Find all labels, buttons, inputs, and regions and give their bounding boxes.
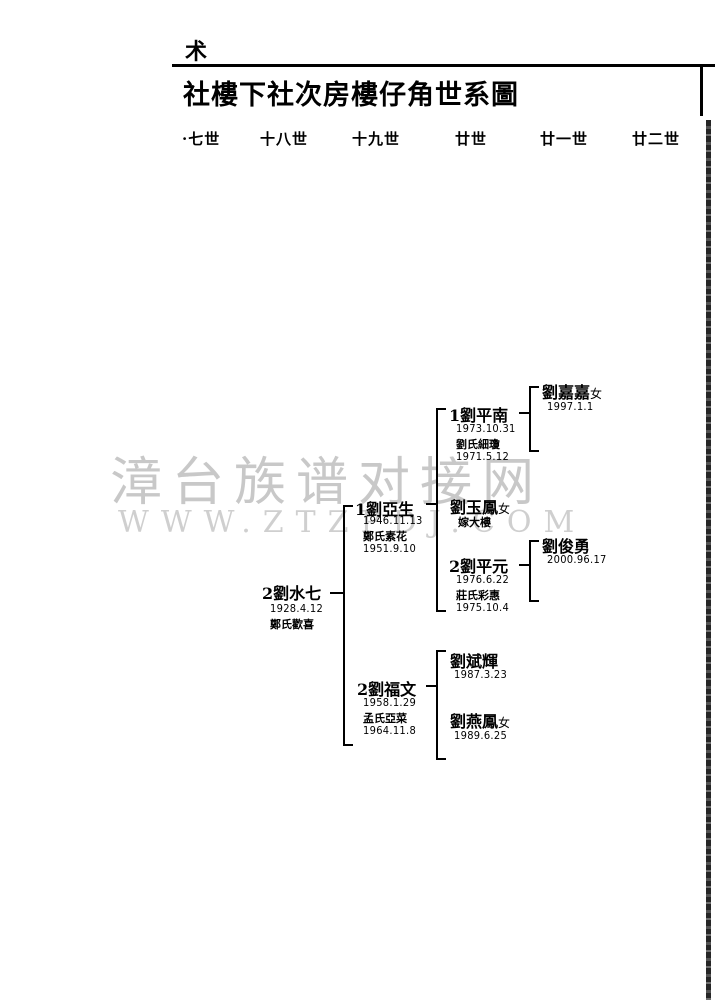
person-date: 1989.6.25 (454, 729, 508, 742)
person-name-text: 劉玉鳳 (450, 498, 499, 517)
spouse-name: 劉氏細瓊 (456, 438, 500, 451)
person-name-text: 劉嘉嘉 (542, 383, 591, 402)
person-date: 1975.10.4 (456, 601, 510, 614)
connector (529, 386, 531, 452)
person-name: 1劉平南 (449, 406, 509, 425)
title-rule-end (700, 66, 703, 116)
spouse-name: 莊氏彩惠 (456, 589, 500, 602)
person-date: 1964.11.8 (363, 724, 417, 737)
page-edge-shadow (706, 120, 711, 1000)
connector (436, 610, 446, 612)
connector (436, 758, 446, 760)
person-name: 劉嘉嘉女 (542, 379, 602, 403)
connector (529, 386, 539, 388)
connector (519, 564, 529, 566)
person-date: 1951.9.10 (363, 542, 417, 555)
page-title: 社樓下社次房樓仔角世系圖 (183, 80, 519, 111)
corner-mark: 术 (185, 39, 207, 65)
connector (426, 503, 436, 505)
generation-header: 廿一世 (540, 130, 589, 148)
person-name: 2劉福文 (357, 680, 417, 699)
marriage-note: 嫁大樓 (458, 516, 491, 529)
person-name: 劉玉鳳女 (450, 494, 510, 518)
connector (436, 650, 438, 760)
connector (436, 408, 446, 410)
generation-header: 廿世 (455, 130, 488, 148)
spouse-name: 孟氏亞菜 (363, 712, 407, 725)
person-date: 1971.5.12 (456, 450, 510, 463)
person-name: 2劉水七 (262, 584, 322, 603)
gender-mark: 女 (498, 502, 511, 516)
connector (529, 540, 539, 542)
person-date: 1928.4.12 (270, 602, 324, 615)
person-name: 2劉平元 (449, 557, 509, 576)
person-name: 劉斌輝 (450, 652, 499, 671)
connector (519, 412, 529, 414)
person-date: 1997.1.1 (547, 400, 594, 413)
person-name: 劉燕鳳女 (450, 708, 510, 732)
generation-header: 十九世 (352, 130, 401, 148)
spouse-name: 鄭氏歡喜 (270, 618, 314, 631)
generation-header: ·七世 (182, 130, 221, 148)
title-rule (172, 64, 715, 67)
person-name: 1劉亞生 (355, 500, 415, 519)
person-date: 1958.1.29 (363, 696, 417, 709)
gender-mark: 女 (498, 716, 511, 730)
watermark-url: WWW.ZTZPDJ.COM (118, 505, 587, 540)
connector (436, 650, 446, 652)
person-name-text: 劉燕鳳 (450, 712, 499, 731)
watermark: 漳台族谱对接网 (110, 453, 545, 513)
connector (529, 450, 539, 452)
connector (436, 408, 438, 612)
generation-header: 十八世 (260, 130, 309, 148)
person-date: 1976.6.22 (456, 573, 510, 586)
generation-header: 廿二世 (632, 130, 681, 148)
spouse-name: 鄭氏素花 (363, 530, 407, 543)
connector (343, 744, 353, 746)
connector (426, 685, 436, 687)
connector (343, 505, 345, 745)
connector (529, 540, 531, 602)
connector (330, 592, 343, 594)
person-name: 劉俊勇 (542, 537, 591, 556)
person-date: 2000.96.17 (547, 553, 607, 566)
connector (343, 505, 353, 507)
gender-mark: 女 (590, 387, 603, 401)
connector (529, 600, 539, 602)
person-date: 1973.10.31 (456, 422, 516, 435)
person-date: 1987.3.23 (454, 668, 508, 681)
person-date: 1946.11.13 (363, 514, 423, 527)
